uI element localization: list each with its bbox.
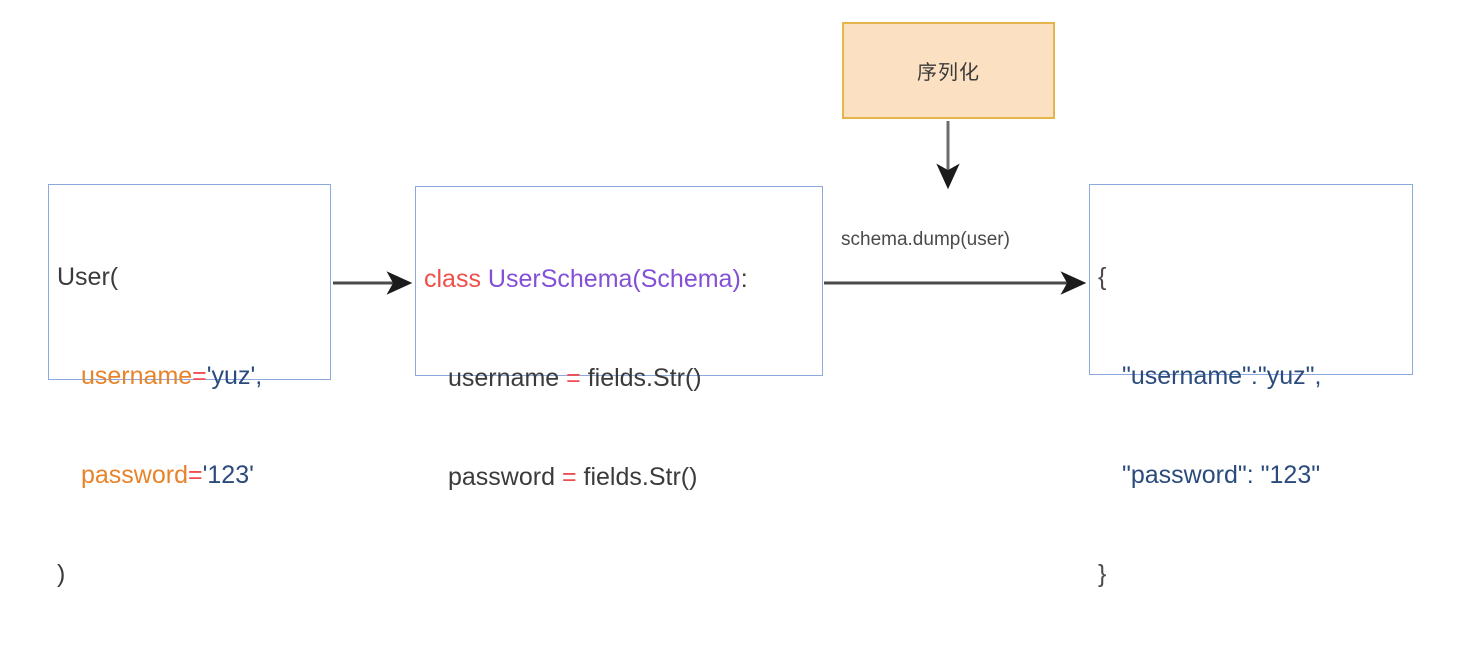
diagram-canvas: User( username='yuz', password='123' ) c… bbox=[48, 22, 1413, 588]
user-line-1: User( bbox=[57, 263, 119, 291]
serialize-process-label: 序列化 bbox=[917, 62, 980, 84]
user-line-4: ) bbox=[57, 560, 66, 588]
json-line-1: { bbox=[1098, 263, 1107, 291]
json-line-3: "password": "123" bbox=[1122, 461, 1321, 489]
schema-dump-edge-label: schema.dump(user) bbox=[841, 229, 1010, 250]
json-line-2: "username":"yuz", bbox=[1122, 362, 1322, 390]
json-line-4: } bbox=[1098, 560, 1107, 588]
schema-line-2: username = fields.Str() bbox=[448, 364, 702, 392]
schema-class-box: class UserSchema(Schema): username = fie… bbox=[415, 186, 823, 491]
schema-line-1: class UserSchema(Schema): bbox=[424, 265, 748, 293]
user-line-2: username='yuz', bbox=[81, 362, 263, 390]
serialize-process-box: 序列化 bbox=[842, 22, 1055, 119]
schema-line-3: password = fields.Str() bbox=[448, 463, 698, 491]
user-object-box: User( username='yuz', password='123' ) bbox=[48, 184, 331, 588]
user-line-3: password='123' bbox=[81, 461, 254, 489]
json-result-box: { "username":"yuz", "password": "123" } bbox=[1089, 184, 1413, 588]
